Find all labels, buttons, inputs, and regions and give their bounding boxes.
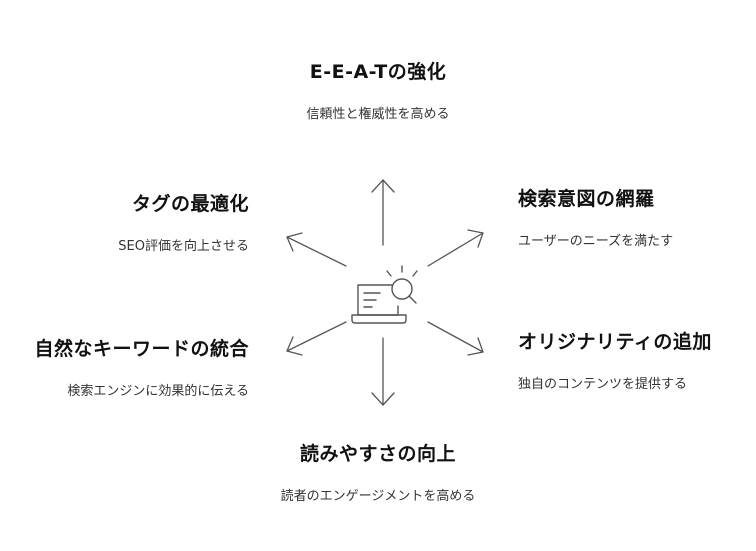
node-bottom-right-title: オリジナリティの追加 [518,331,712,353]
node-top-right-desc: ユーザーのニーズを満たす [518,234,674,249]
node-top-left-desc: SEO評価を向上させる [118,239,249,254]
node-bottom-left-desc: 検索エンジンに効果的に伝える [67,384,249,399]
node-bottom: 読みやすさの向上 読者のエンゲージメントを高める [228,442,528,506]
node-top-title: E-E-A-Tの強化 [309,61,447,83]
node-bottom-right-desc: 独自のコンテンツを提供する [518,377,688,392]
node-bottom-left-title: 自然なキーワードの統合 [34,338,249,360]
node-bottom-right: オリジナリティの追加 独自のコンテンツを提供する [518,330,712,394]
node-top-desc: 信頼性と権威性を高める [306,107,450,122]
arrow-upper-left [286,232,347,267]
arrow-up [371,179,395,246]
arrow-down [371,337,395,406]
arrow-upper-right [427,229,484,267]
node-top-left-title: タグの最適化 [131,193,249,215]
node-top-left: タグの最適化 SEO評価を向上させる [118,192,249,256]
node-bottom-left: 自然なキーワードの統合 検索エンジンに効果的に伝える [34,337,249,401]
arrow-lower-left [286,321,347,356]
node-bottom-title: 読みやすさの向上 [299,443,456,465]
arrow-lower-right [427,321,484,356]
node-top-right-title: 検索意図の網羅 [518,188,655,210]
laptop-search-icon [351,265,418,324]
node-bottom-desc: 読者のエンゲージメントを高める [280,489,476,504]
node-top-right: 検索意図の網羅 ユーザーのニーズを満たす [518,187,673,251]
node-top: E-E-A-Tの強化 信頼性と権威性を高める [228,60,528,124]
